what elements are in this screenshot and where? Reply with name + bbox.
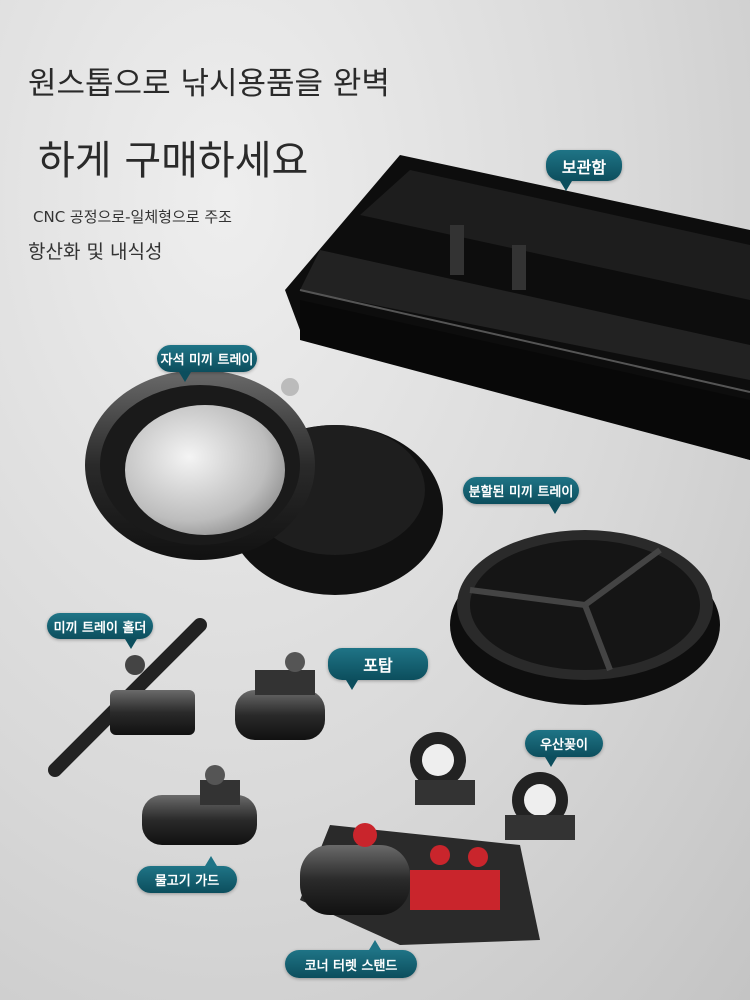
storage-box	[285, 155, 750, 460]
label-fish-guard: 물고기 가드	[137, 856, 237, 893]
label-corner-turret-stand: 코너 터렛 스탠드	[285, 940, 417, 978]
subtitle-anticorrosion: 항산화 및 내식성	[28, 241, 163, 263]
label-turret: 포탑	[328, 648, 428, 690]
bait-tray-holder	[48, 618, 207, 777]
label-storage-box: 보관함	[546, 150, 622, 191]
fish-guard-part	[142, 765, 257, 845]
corner-turret-stand-part	[300, 823, 540, 945]
turret-part	[235, 652, 325, 740]
subtitle-cnc: CNC 공정으로-일체형으로 주조	[33, 208, 232, 226]
label-bait-tray-holder: 미끼 트레이 홀더	[47, 613, 153, 649]
label-magnetic-bait-tray: 자석 미끼 트레이	[157, 345, 257, 382]
headline-line1: 원스톱으로 낚시용품을 완벽	[28, 66, 390, 102]
divided-bait-tray	[450, 530, 720, 705]
label-umbrella-holder: 우산꽂이	[525, 730, 603, 767]
magnetic-bait-tray	[85, 370, 443, 595]
headline-line2: 하게 구매하세요	[38, 138, 309, 184]
label-divided-bait-tray: 분할된 미끼 트레이	[463, 477, 579, 514]
umbrella-holder-parts	[410, 732, 575, 840]
